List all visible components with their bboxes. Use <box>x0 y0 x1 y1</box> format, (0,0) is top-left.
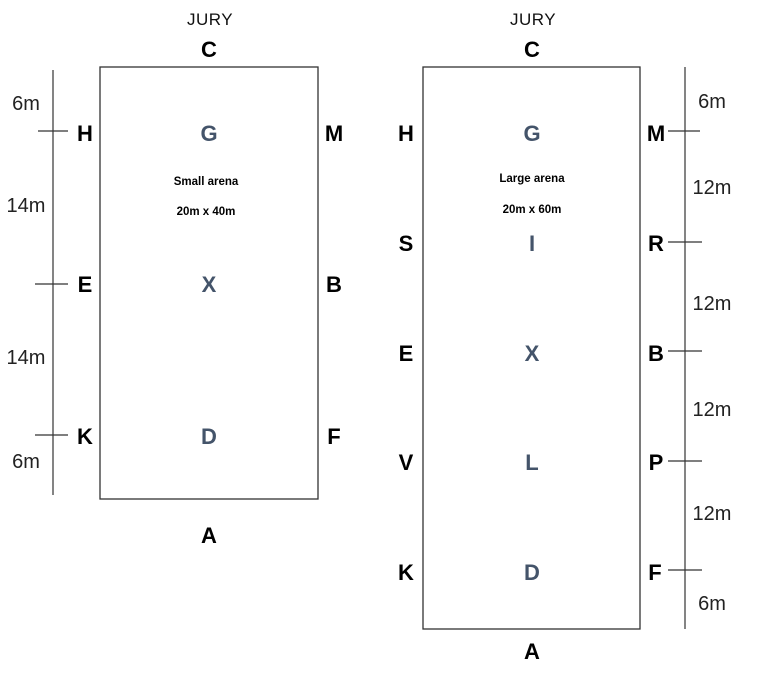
large-arena-name: Large arena <box>499 173 565 185</box>
large-arena-marker-e: E <box>399 341 414 366</box>
large-arena-marker-v: V <box>399 450 414 475</box>
small-arena-marker-e: E <box>78 272 93 297</box>
large-arena-marker-x: X <box>525 341 540 366</box>
large-arena-marker-g: G <box>523 121 540 146</box>
small-arena: JURY C 6m 14m 14m 6m H E K M B F G X D S… <box>7 10 344 548</box>
small-arena-distance-1: 6m <box>12 93 40 115</box>
large-arena-distance-2: 12m <box>693 177 732 199</box>
small-arena-marker-g: G <box>200 121 217 146</box>
large-arena-marker-d: D <box>524 560 540 585</box>
large-arena: JURY C 6m 12m 12m 12m 12m 6m H S E V K M… <box>398 10 731 664</box>
large-arena-marker-l: L <box>525 450 538 475</box>
small-arena-distance-3: 14m <box>7 347 46 369</box>
large-arena-distance-4: 12m <box>693 399 732 421</box>
large-arena-marker-a: A <box>524 639 540 664</box>
small-arena-marker-a: A <box>201 523 217 548</box>
large-arena-marker-k: K <box>398 560 414 585</box>
large-arena-marker-i: I <box>529 231 535 256</box>
small-arena-name: Small arena <box>174 176 239 188</box>
large-arena-distance-3: 12m <box>693 293 732 315</box>
small-arena-marker-m: M <box>325 121 343 146</box>
small-arena-distance-4: 6m <box>12 451 40 473</box>
small-arena-border <box>99 66 319 500</box>
small-arena-jury-label: JURY <box>187 10 233 29</box>
large-arena-marker-f: F <box>648 560 661 585</box>
small-arena-marker-x: X <box>202 272 217 297</box>
large-arena-distance-5: 12m <box>693 503 732 525</box>
large-arena-marker-h: H <box>398 121 414 146</box>
large-arena-marker-c: C <box>524 37 540 62</box>
small-arena-marker-c: C <box>201 37 217 62</box>
large-arena-jury-label: JURY <box>510 10 556 29</box>
small-arena-marker-f: F <box>327 424 340 449</box>
large-arena-distance-1: 6m <box>698 91 726 113</box>
large-arena-marker-r: R <box>648 231 664 256</box>
large-arena-size: 20m x 60m <box>503 204 562 216</box>
large-arena-distance-6: 6m <box>698 593 726 615</box>
small-arena-marker-b: B <box>326 272 342 297</box>
large-arena-marker-b: B <box>648 341 664 366</box>
small-arena-marker-d: D <box>201 424 217 449</box>
small-arena-size: 20m x 40m <box>177 206 236 218</box>
large-arena-marker-s: S <box>399 231 414 256</box>
large-arena-border <box>422 66 641 630</box>
small-arena-marker-h: H <box>77 121 93 146</box>
small-arena-marker-k: K <box>77 424 93 449</box>
small-arena-distance-2: 14m <box>7 195 46 217</box>
large-arena-marker-p: P <box>649 450 664 475</box>
large-arena-marker-m: M <box>647 121 665 146</box>
